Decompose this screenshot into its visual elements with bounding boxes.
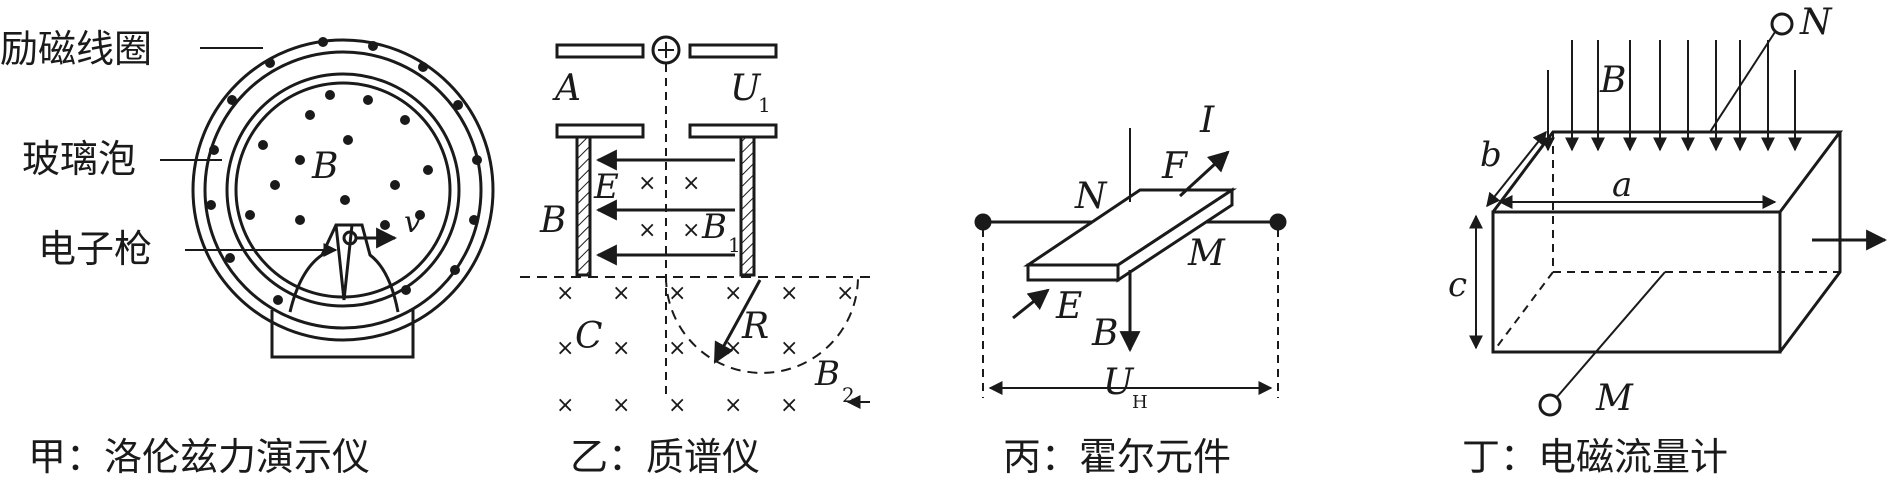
panel-jia-lorentz-demo: 励磁线圈 玻璃泡 电子枪 B v [0, 27, 495, 359]
svg-text:×: × [724, 281, 742, 306]
radius-arrow [713, 279, 762, 364]
svg-text:×: × [682, 171, 700, 196]
caption-jia: 甲：洛伦兹力演示仪 [28, 435, 370, 479]
label-bing-M: M [1187, 233, 1226, 274]
label-yi-B1-sub: 1 [728, 233, 741, 257]
b1-crosses: × × × × [638, 171, 700, 243]
box-top-face [1491, 130, 1843, 213]
svg-text:×: × [836, 281, 854, 306]
ding-b-field-arrows [1541, 40, 1802, 152]
label-ding-B: B [1599, 60, 1626, 101]
svg-text:×: × [780, 281, 798, 306]
e-arrow [1012, 288, 1050, 320]
label-yi-C: C [575, 316, 603, 357]
label-bing-B: B [1091, 313, 1118, 354]
panel-yi-mass-spectrometer: × × × × × × × × × × × × × × × × × × × × A U 1 E B B 1 C… [520, 35, 870, 418]
label-ding-M: M [1595, 378, 1634, 419]
coil-outer-ring [191, 38, 495, 342]
bulb-inner-ring [234, 81, 452, 299]
svg-text:×: × [682, 218, 700, 243]
svg-text:×: × [612, 336, 630, 361]
label-coil: 励磁线圈 [0, 27, 152, 71]
svg-text:×: × [668, 336, 686, 361]
plate-lower-right [688, 123, 778, 139]
label-yi-B2: B [814, 354, 840, 394]
stand-base [270, 310, 415, 359]
svg-text:×: × [556, 281, 574, 306]
electrode-M-wire [1556, 271, 1666, 398]
label-yi-U-sub: 1 [758, 93, 771, 117]
coil-field-dots [206, 37, 482, 305]
hall-slab-front [1026, 263, 1120, 282]
panel-ding-flow-meter: N B a b c M [1448, 2, 1888, 419]
electrode-N-wire [1709, 31, 1776, 133]
ion-source [651, 35, 681, 65]
label-yi-A: A [552, 68, 581, 109]
svg-text:×: × [668, 393, 686, 418]
label-jia-B: B [311, 146, 338, 187]
svg-text:×: × [638, 171, 656, 196]
plate-A-left [555, 43, 645, 59]
label-yi-B1: B [701, 207, 727, 247]
svg-text:×: × [556, 393, 574, 418]
label-yi-B2-sub: 2 [842, 383, 855, 407]
label-ding-c: c [1448, 265, 1467, 305]
hall-slab-side [1116, 187, 1234, 283]
electrode-N [1770, 12, 1794, 36]
caption-yi: 乙：质谱仪 [570, 435, 760, 479]
ion-trajectory [665, 276, 859, 374]
label-bing-N: N [1074, 176, 1108, 217]
dim-b [1486, 130, 1547, 208]
label-bing-U-sub: H [1132, 392, 1148, 413]
panel-bing-hall-element: N I F M E B U H [974, 100, 1287, 413]
label-ding-N: N [1799, 2, 1833, 43]
svg-text:×: × [668, 281, 686, 306]
terminal-right [1269, 213, 1287, 231]
current-arrow [1178, 150, 1230, 198]
box-right-face [1778, 132, 1842, 353]
svg-text:×: × [780, 393, 798, 418]
caption-ding: 丁：电磁流量计 [1462, 435, 1728, 479]
svg-text:×: × [556, 336, 574, 361]
label-yi-R: R [741, 306, 769, 347]
svg-text:×: × [780, 336, 798, 361]
bulb-outer-ring [225, 72, 461, 308]
label-bing-I: I [1199, 100, 1215, 141]
bulb-field-dots [245, 90, 433, 230]
svg-text:×: × [724, 336, 742, 361]
electrode-M [1538, 393, 1562, 417]
svg-text:×: × [612, 393, 630, 418]
label-bing-U: U [1103, 362, 1135, 403]
label-bulb: 玻璃泡 [22, 137, 136, 181]
electron-gun-stem [334, 224, 354, 301]
terminal-left [974, 213, 992, 231]
box-front-face [1491, 210, 1782, 354]
label-bing-E: E [1055, 286, 1082, 327]
selector-plate-left [575, 135, 592, 277]
svg-text:×: × [638, 218, 656, 243]
label-ding-b: b [1480, 135, 1502, 175]
label-ding-a: a [1612, 165, 1632, 205]
b2-crosses: × × × × × × × × × × × × × × × × [556, 281, 854, 418]
selector-plate-right [739, 135, 756, 277]
label-yi-E: E [593, 167, 619, 207]
label-gun: 电子枪 [38, 227, 152, 271]
caption-bing: 丙：霍尔元件 [1003, 435, 1231, 479]
svg-text:×: × [724, 393, 742, 418]
label-bing-F: F [1161, 146, 1189, 187]
label-yi-B: B [539, 200, 566, 241]
electron-gun-body [288, 223, 400, 313]
label-jia-v: v [404, 205, 421, 240]
svg-text:×: × [612, 281, 630, 306]
label-yi-U: U [730, 68, 762, 109]
plate-A-right [688, 43, 778, 59]
plate-lower-left [555, 123, 645, 139]
box-hidden-diagonal [1492, 271, 1554, 353]
coil-inner-ring [203, 50, 483, 330]
